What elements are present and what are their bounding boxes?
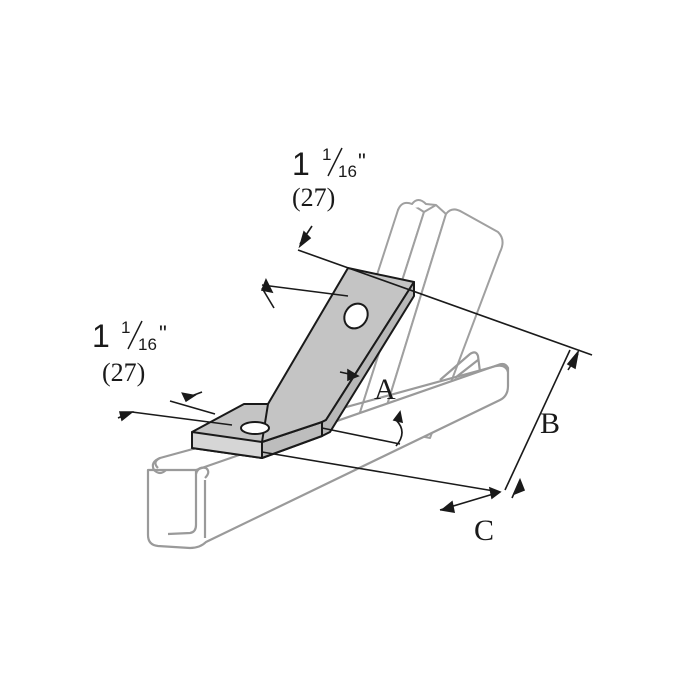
label-c: C <box>474 514 494 547</box>
dimension-left-inch-mark: " <box>159 321 167 346</box>
dimension-left-numerator: 1 <box>121 318 130 337</box>
dimension-top-numerator: 1 <box>322 145 331 164</box>
label-a: A <box>374 373 396 406</box>
dimension-top-whole: 1 <box>292 146 310 182</box>
label-b: B <box>540 407 560 440</box>
dimension-top-denominator: 16 <box>338 162 357 181</box>
bolt-hole-horizontal <box>240 421 270 435</box>
dimension-top: 1 1 16 " (27) <box>292 145 366 212</box>
dimension-top-inch-mark: " <box>358 149 366 174</box>
dimension-left-mm: (27) <box>102 358 145 387</box>
dimension-left-denominator: 16 <box>138 335 157 354</box>
dimension-left-whole: 1 <box>92 318 110 354</box>
dimension-left: 1 1 16 " (27) <box>92 318 167 387</box>
dimension-top-mm: (27) <box>292 183 335 212</box>
bolt-hole-vertical <box>343 302 369 330</box>
dimension-lines <box>117 225 593 513</box>
